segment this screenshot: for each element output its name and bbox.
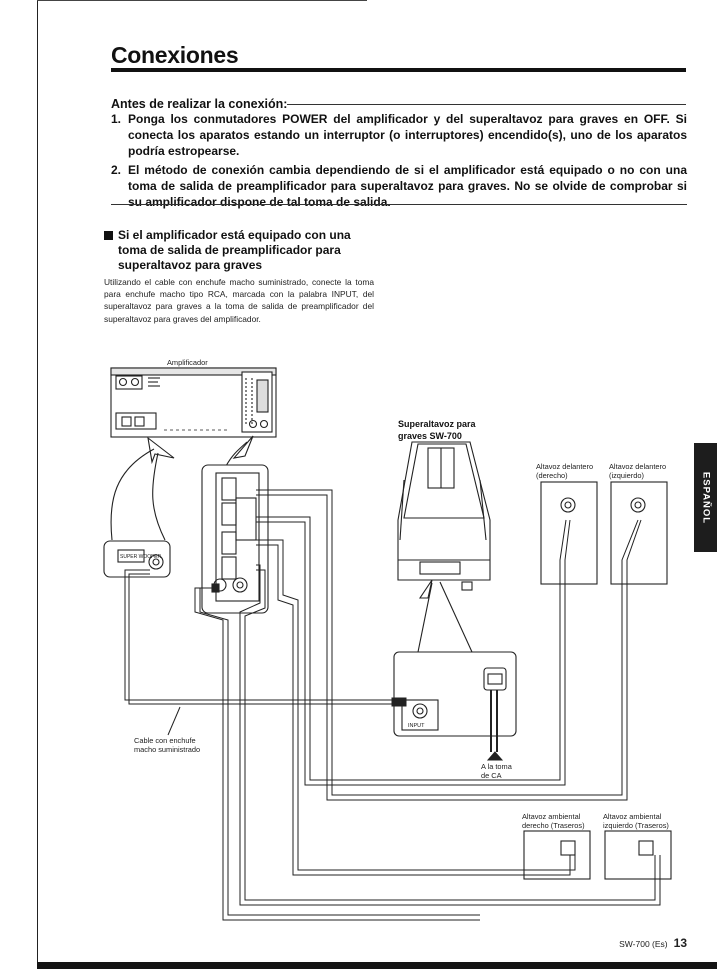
language-tab-text: ESPAÑOL — [700, 471, 711, 524]
cable-label-1: Cable con enchufe — [134, 736, 196, 745]
section-heading-text: Si el amplificador está equipado con una… — [118, 228, 351, 272]
step-number: 2. — [111, 163, 122, 178]
subwoofer-illustration — [397, 441, 491, 591]
cable-label-2: macho suministrado — [134, 745, 201, 754]
step-text: El método de conexión cambia dependiendo… — [128, 163, 687, 209]
page-footer: SW-700 (Es) 13 — [619, 936, 687, 950]
front-left-label-2: (izquierdo) — [609, 471, 644, 480]
step-text: Ponga los conmutadores POWER del amplifi… — [128, 112, 687, 158]
ac-outlet-label-1: A la toma — [481, 762, 512, 771]
page-bottom-bar — [37, 962, 717, 969]
title-underline — [111, 68, 686, 72]
super-woofer-jack-label: SUPER WOOFER — [120, 554, 162, 560]
rca-cable — [124, 569, 504, 761]
step-number: 1. — [111, 112, 122, 126]
steps-list: 1. Ponga los conmutadores POWER del ampl… — [111, 112, 687, 215]
page-top-rule — [37, 0, 367, 1]
front-right-label-2: (derecho) — [536, 471, 568, 480]
before-connecting-heading: Antes de realizar la conexión: — [111, 97, 288, 111]
page-number: 13 — [673, 936, 687, 950]
page-left-rule — [37, 0, 38, 969]
section-heading: Si el amplificador está equipado con una… — [104, 228, 374, 273]
speaker-wires — [194, 489, 661, 921]
step-item: 1. Ponga los conmutadores POWER del ampl… — [111, 112, 687, 159]
front-right-label-1: Altavoz delantero — [536, 462, 594, 471]
language-tab: ESPAÑOL — [694, 443, 717, 552]
heading-rule — [287, 104, 686, 105]
section-body: Utilizando el cable con enchufe macho su… — [104, 277, 374, 324]
subwoofer-label-1: Superaltavoz para — [398, 419, 476, 429]
rear-left-label-1: Altavoz ambiental — [603, 812, 662, 821]
rear-left-label-2: izquierdo (Traseros) — [603, 821, 669, 830]
steps-bottom-rule — [111, 204, 687, 205]
front-left-label-1: Altavoz delantero — [609, 462, 667, 471]
subwoofer-label-2: graves SW-700 — [398, 431, 462, 441]
square-bullet-icon — [104, 231, 113, 240]
amplifier-illustration — [110, 367, 277, 438]
input-jack-label: INPUT — [408, 723, 425, 729]
rear-right-label-1: Altavoz ambiental — [522, 812, 581, 821]
amplifier-label: Amplificador — [167, 358, 208, 367]
page-title: Conexiones — [111, 42, 239, 68]
footer-model: SW-700 (Es) — [619, 939, 668, 949]
ac-outlet-label-2: de CA — [481, 771, 502, 780]
step-item: 2. El método de conexión cambia dependie… — [111, 163, 687, 210]
rear-right-label-2: derecho (Traseros) — [522, 821, 585, 830]
